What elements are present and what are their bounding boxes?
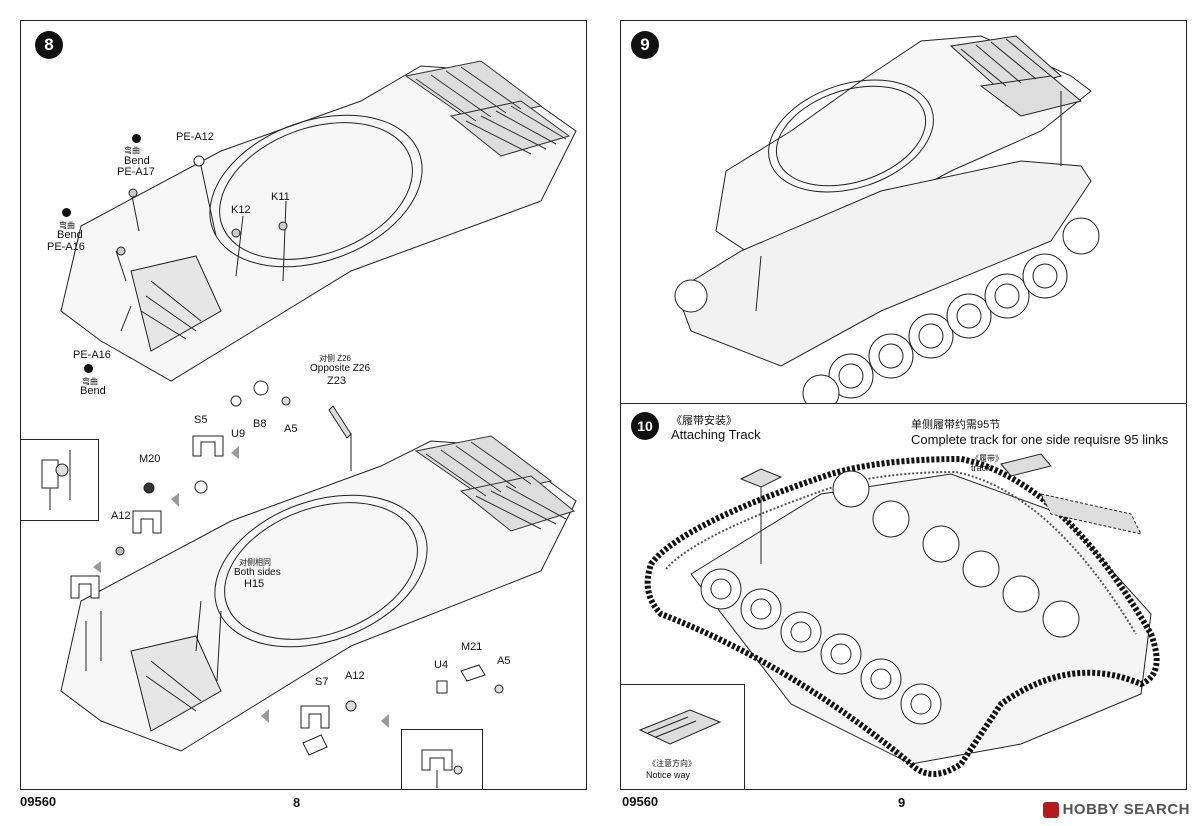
step-9-badge: 9: [631, 31, 659, 59]
part-label-a5: A5: [284, 423, 298, 435]
part-label-b8: B8: [253, 418, 267, 430]
step-9-panel: 9: [620, 20, 1187, 405]
part-label-pe-a16: PE-A16: [47, 241, 85, 253]
detail-inset-drawing: [41, 450, 71, 510]
notice-way-cn: 《注意方向》: [648, 759, 696, 768]
part-label-k11: K11: [271, 191, 290, 203]
part-label-pe-a17: PE-A17: [117, 166, 155, 178]
watermark-text: HOBBY SEARCH: [1062, 801, 1190, 818]
part-label-a12: A12: [111, 510, 131, 522]
bend-label-cn: 弯曲: [82, 377, 98, 386]
part-label-u9: U9: [231, 428, 246, 440]
part-label-pe-a12: PE-A12: [176, 131, 214, 143]
step-10-badge: 10: [631, 412, 659, 440]
catalog-number-right: 09560: [622, 794, 659, 809]
bend-label-cn: 弯曲: [59, 221, 75, 230]
track-links-note-cn: 单侧履带约需95节: [911, 419, 1001, 431]
part-label-u4: U4: [434, 659, 449, 671]
attaching-track-title: Attaching Track: [671, 427, 761, 442]
notice-way-label: Notice way: [646, 770, 691, 780]
note-opposite-en: Opposite Z26: [310, 363, 371, 374]
detail-inset-left: [21, 439, 99, 521]
step-10-panel: 10 《履带安装》 Attaching Track 单侧履带约需95节 Comp…: [620, 403, 1187, 790]
catalog-number-left: 09560: [20, 794, 57, 809]
step-9-chassis-drawing: [674, 35, 1100, 404]
track-links-note: Complete track for one side requisre 95 …: [911, 432, 1169, 447]
bend-label-en: Bend: [57, 229, 83, 241]
watermark: HOBBY SEARCH: [1042, 801, 1190, 818]
step-10-track-drawing: [644, 453, 1160, 777]
bend-label-en: Bend: [124, 155, 150, 167]
part-label-k12: K12: [231, 204, 251, 216]
bend-label-en: Bend: [80, 385, 106, 397]
part-label-z23: Z23: [327, 375, 346, 387]
bend-icon: [84, 364, 93, 373]
bend-icon: [132, 134, 141, 143]
part-label-pe-a16: PE-A16: [73, 349, 111, 361]
hobby-search-logo-icon: [1042, 801, 1059, 818]
step-8-badge: 8: [35, 31, 63, 59]
part-label-a5: A5: [497, 655, 511, 667]
step-8-hull-drawing: [60, 60, 577, 756]
part-label-m21: M21: [461, 641, 483, 653]
part-label-m20: M20: [139, 453, 161, 465]
part-label-a12: A12: [345, 670, 365, 682]
part-label-h15: H15: [244, 578, 265, 590]
bend-label-cn: 弯曲: [124, 146, 140, 155]
step-8-panel: 8: [20, 20, 587, 790]
note-both-sides-en: Both sides: [234, 567, 281, 578]
page-number-left: 8: [293, 795, 301, 810]
notice-way-inset: 《注意方向》 Notice way: [621, 684, 745, 789]
track-label: track: [971, 463, 991, 473]
part-label-s5: S5: [194, 414, 208, 426]
bend-icon: [62, 208, 71, 217]
part-label-s7: S7: [315, 676, 329, 688]
page-number-right: 9: [898, 795, 906, 810]
notice-way-drawing: [638, 709, 722, 745]
detail-inset-bottom: [401, 729, 483, 789]
track-label-cn: 《履带》: [971, 454, 1003, 463]
detail-inset-drawing: [421, 749, 463, 788]
note-opposite-cn: 对侧 Z26: [319, 354, 352, 363]
attaching-track-cn: 《履带安装》: [671, 415, 737, 427]
note-both-sides-cn: 对侧相同: [239, 558, 271, 567]
